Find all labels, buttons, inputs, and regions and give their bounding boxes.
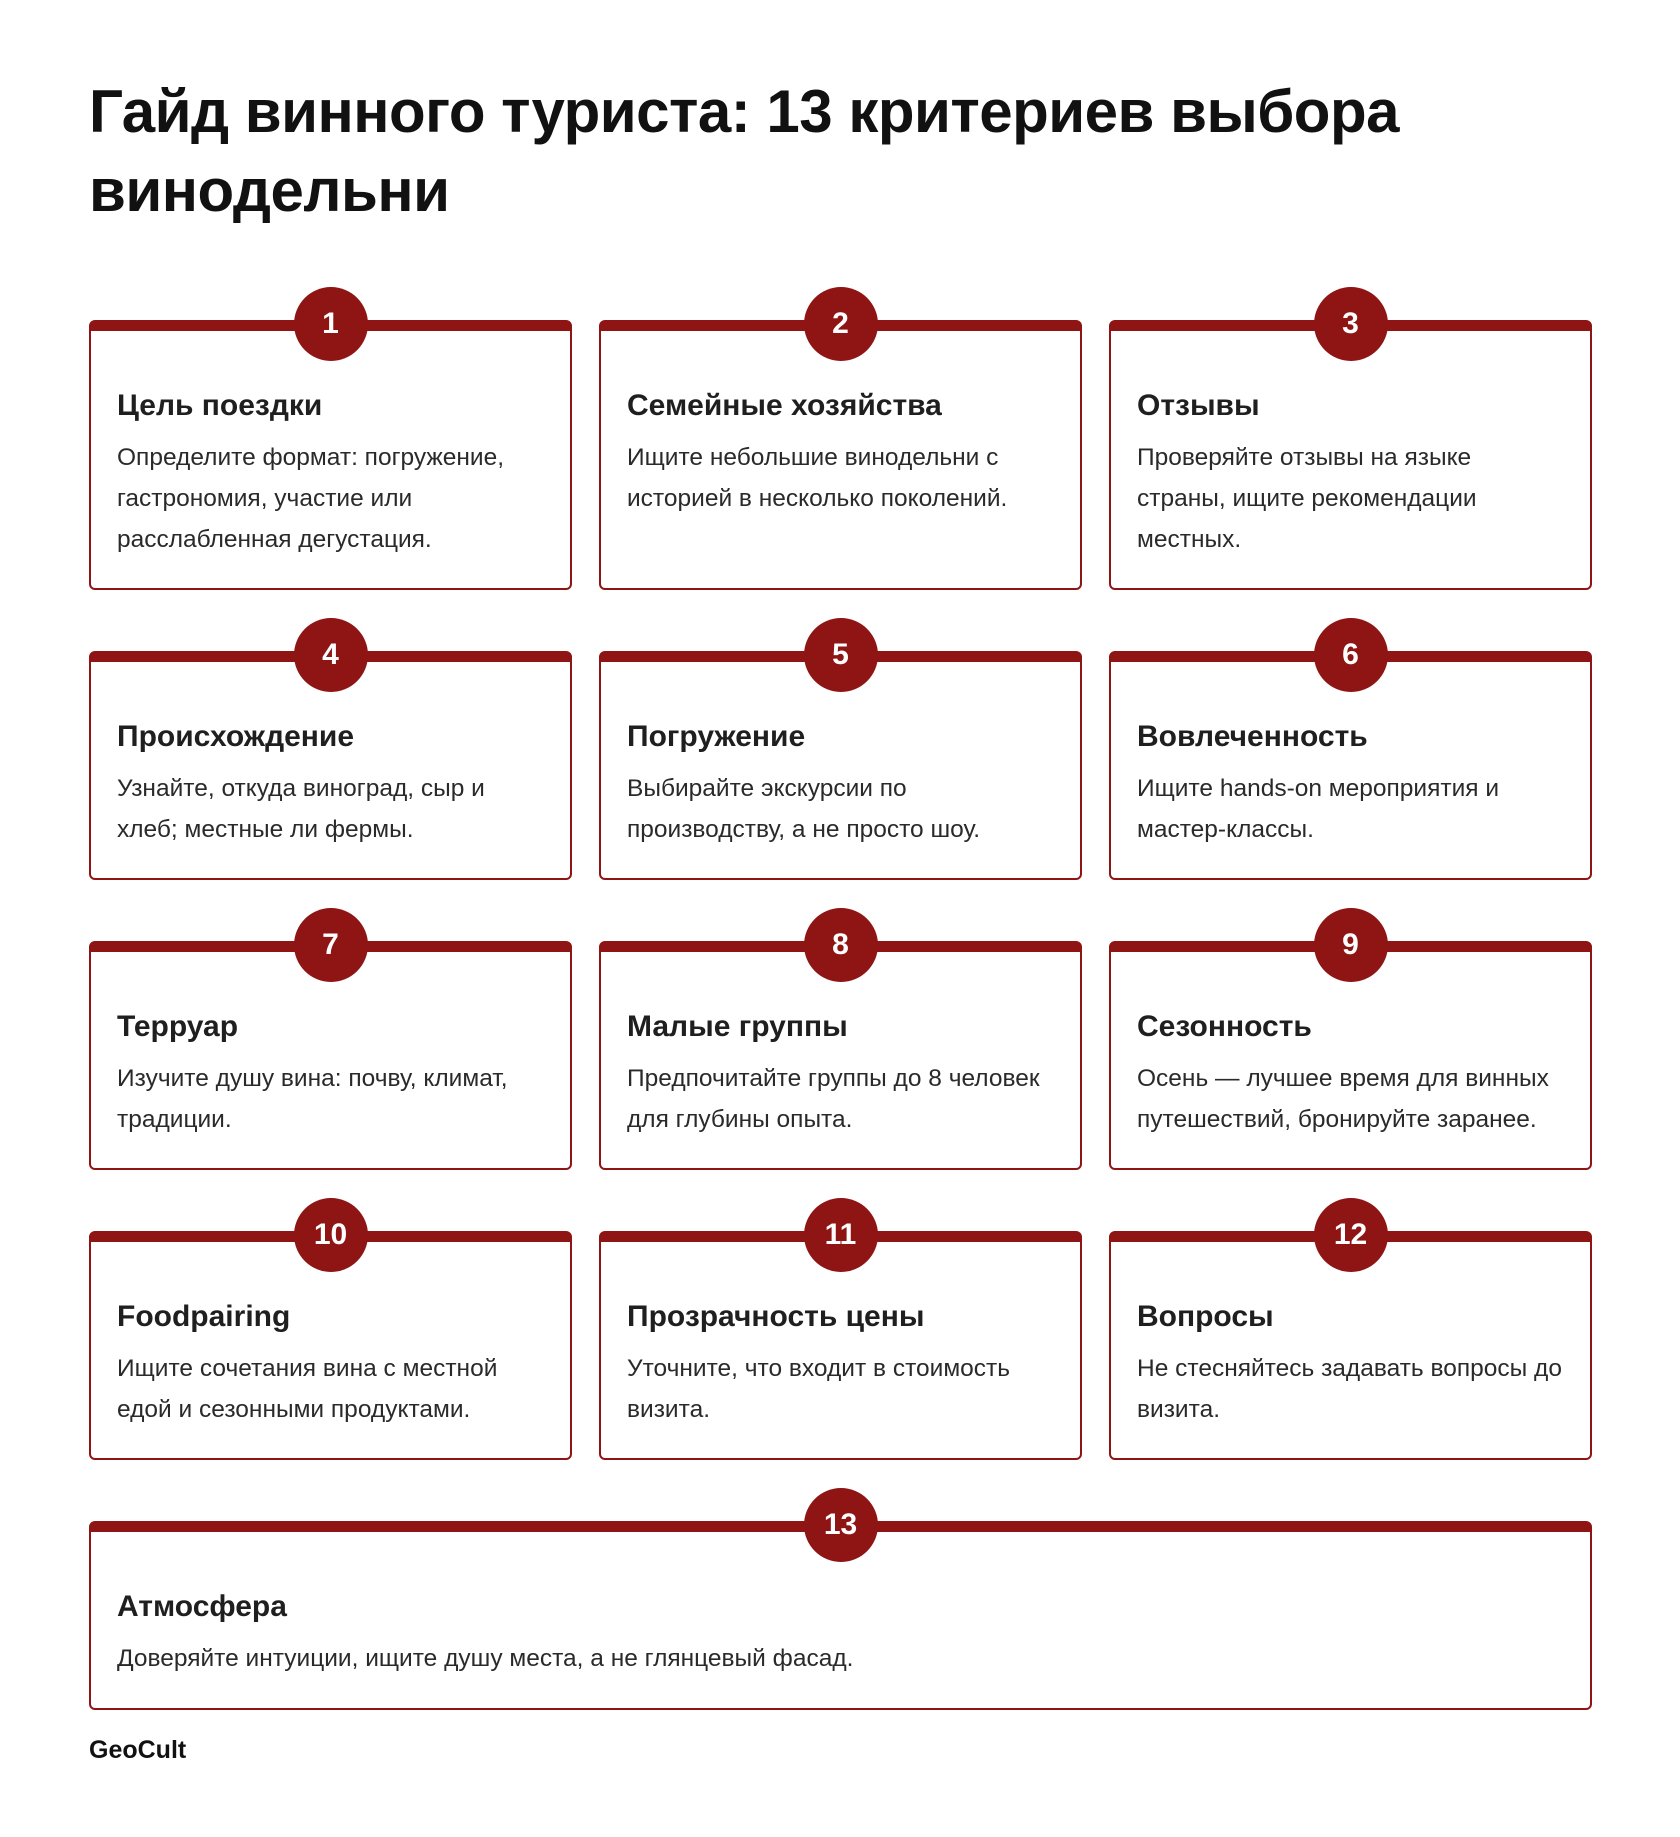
- criterion-text: Не стесняйтесь задавать вопросы до визит…: [1137, 1355, 1562, 1423]
- criterion-text: Ищите сочетания вина с местной едой и се…: [117, 1355, 498, 1423]
- infographic: Гайд винного туриста: 13 критериев выбор…: [89, 0, 1592, 1710]
- criterion-title: Вовлеченность: [1137, 720, 1368, 753]
- criterion-title: Отзывы: [1137, 389, 1260, 422]
- criterion-card-11: 11 Прозрачность цены Уточните, что входи…: [599, 1198, 1082, 1460]
- criterion-text: Доверяйте интуиции, ищите душу места, а …: [117, 1645, 854, 1672]
- number-badge: 1: [293, 287, 368, 361]
- criterion-title: Терруар: [117, 1010, 239, 1043]
- page-title: Гайд винного туриста: 13 критериев выбор…: [89, 78, 1399, 224]
- criterion-text: Осень — лучшее время для винных путешест…: [1137, 1065, 1549, 1133]
- number-badge: 8: [803, 908, 878, 982]
- criterion-card-12: 12 Вопросы Не стесняйтесь задавать вопро…: [1109, 1198, 1592, 1460]
- criterion-card-13: 13 Атмосфера Доверяйте интуиции, ищите д…: [89, 1488, 1592, 1710]
- criterion-card-5: 5 Погружение Выбирайте экскурсии по прои…: [599, 618, 1082, 880]
- number-badge: 11: [803, 1198, 878, 1272]
- criterion-title: Семейные хозяйства: [627, 389, 942, 422]
- criterion-title: Происхождение: [117, 720, 355, 753]
- number-badge: 2: [803, 287, 878, 361]
- criterion-title: Цель поездки: [117, 389, 323, 422]
- criterion-card-1: 1 Цель поездки Определите формат: погруж…: [89, 287, 572, 590]
- criterion-text: Выбирайте экскурсии по производству, а н…: [627, 775, 981, 843]
- criterion-title: Погружение: [627, 720, 806, 753]
- criteria-grid: 1 Цель поездки Определите формат: погруж…: [89, 287, 1592, 1710]
- criterion-text: Ищите небольшие винодельни с историей в …: [627, 444, 1008, 512]
- criterion-card-7: 7 Терруар Изучите душу вина: почву, клим…: [89, 908, 572, 1170]
- criterion-card-2: 2 Семейные хозяйства Ищите небольшие вин…: [599, 287, 1082, 590]
- criterion-text: Определите формат: погружение, гастроном…: [117, 444, 505, 553]
- criterion-title: Малые группы: [627, 1010, 848, 1043]
- brand-footer: GeoCult: [89, 1736, 187, 1764]
- criterion-card-3: 3 Отзывы Проверяйте отзывы на языке стра…: [1109, 287, 1592, 590]
- criterion-title: Foodpairing: [117, 1300, 291, 1333]
- number-badge: 5: [803, 618, 878, 692]
- number-badge: 10: [293, 1198, 368, 1272]
- criterion-text: Предпочитайте группы до 8 человек для гл…: [627, 1065, 1040, 1133]
- criterion-title: Атмосфера: [117, 1590, 287, 1623]
- criterion-card-6: 6 Вовлеченность Ищите hands-on мероприят…: [1109, 618, 1592, 880]
- criterion-card-4: 4 Происхождение Узнайте, откуда виноград…: [89, 618, 572, 880]
- criterion-card-8: 8 Малые группы Предпочитайте группы до 8…: [599, 908, 1082, 1170]
- criterion-title: Сезонность: [1137, 1010, 1312, 1043]
- number-badge: 7: [293, 908, 368, 982]
- criterion-card-9: 9 Сезонность Осень — лучшее время для ви…: [1109, 908, 1592, 1170]
- criterion-text: Ищите hands-on мероприятия и мастер-клас…: [1137, 775, 1500, 843]
- criterion-title: Вопросы: [1137, 1300, 1274, 1333]
- criterion-title: Прозрачность цены: [627, 1300, 925, 1333]
- number-badge: 3: [1313, 287, 1388, 361]
- number-badge: 13: [803, 1488, 878, 1562]
- criterion-text: Уточните, что входит в стоимость визита.: [627, 1355, 1011, 1423]
- criterion-card-10: 10 Foodpairing Ищите сочетания вина с ме…: [89, 1198, 572, 1460]
- criterion-text: Узнайте, откуда виноград, сыр и хлеб; ме…: [117, 775, 485, 843]
- number-badge: 12: [1313, 1198, 1388, 1272]
- criterion-text: Проверяйте отзывы на языке страны, ищите…: [1137, 444, 1477, 553]
- number-badge: 4: [293, 618, 368, 692]
- criterion-text: Изучите душу вина: почву, климат, традиц…: [117, 1065, 508, 1133]
- number-badge: 9: [1313, 908, 1388, 982]
- number-badge: 6: [1313, 618, 1388, 692]
